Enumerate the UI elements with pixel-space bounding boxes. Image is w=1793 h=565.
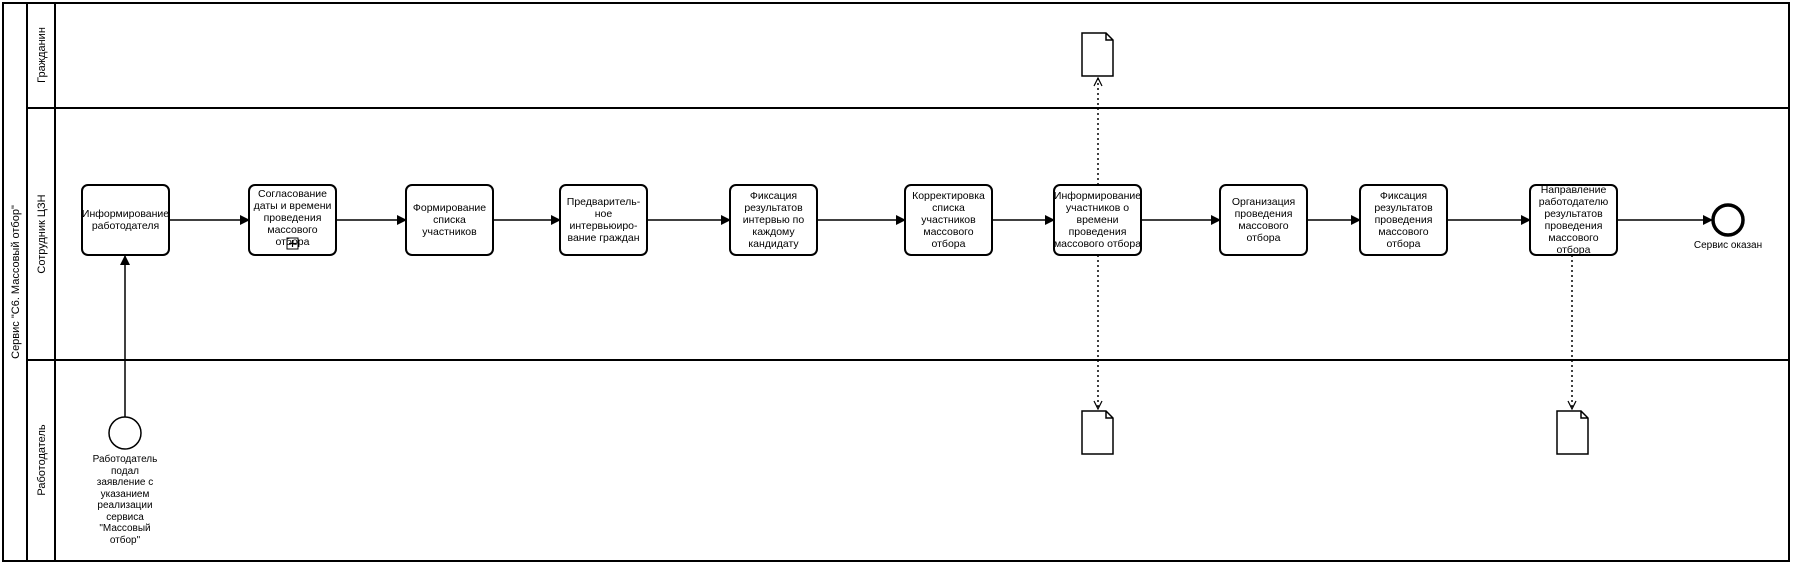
end-event-label: Сервис оказан [1693, 240, 1763, 251]
task-label: Предваритель-ное интервьюиро-вание гражд… [566, 196, 641, 244]
task-label: Корректировка списка участников массовог… [912, 190, 985, 250]
data-object-employer-2[interactable] [1556, 410, 1589, 455]
task-label: Информирование участников о времени пров… [1053, 190, 1142, 250]
task-label: Фиксация результатов интервью по каждому… [742, 190, 805, 250]
start-event-label: Работодатель подал заявление с указанием… [92, 454, 158, 546]
lane-label-employer: Работодатель [36, 424, 48, 495]
data-object-citizen[interactable] [1081, 32, 1114, 77]
task-label: Фиксация результатов проведения массовог… [1374, 190, 1433, 250]
task-label: Согласование даты и времени проведения м… [253, 188, 332, 248]
task-label: Направление работодателю результатов про… [1538, 184, 1609, 256]
end-event[interactable] [1711, 203, 1745, 237]
data-object-employer-1[interactable] [1081, 410, 1114, 455]
task-label: Формирование списка участников [412, 202, 487, 238]
task-label: Организация проведения массового отбора [1231, 196, 1296, 244]
lane-label-citizen: Гражданин [36, 27, 48, 83]
task-label: Информирование работодателя [81, 208, 170, 232]
pool-label: Сервис "С6. Массовый отбор" [10, 205, 22, 359]
lane-label-czn: Сотрудник ЦЗН [36, 194, 48, 273]
start-event[interactable] [108, 416, 142, 450]
